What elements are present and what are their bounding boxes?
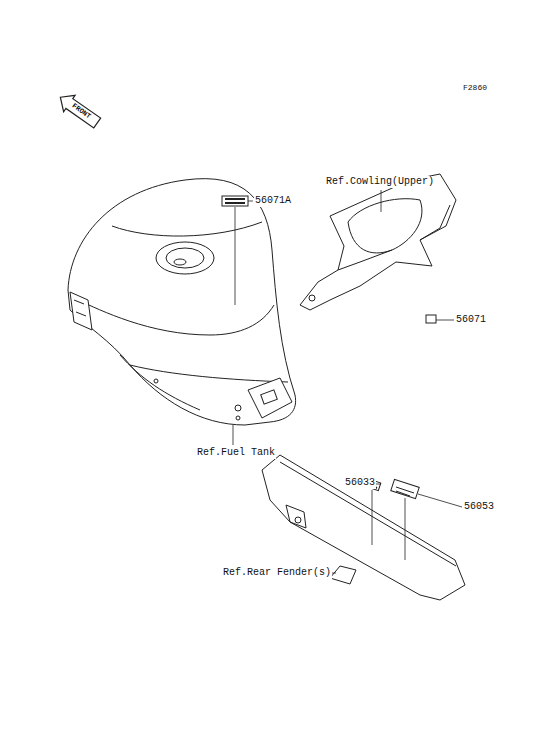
callout-number: 56033 xyxy=(344,477,376,489)
front-arrow xyxy=(55,89,103,131)
reference-label: Ref.Fuel Tank xyxy=(196,447,276,459)
callout-number: 56071A xyxy=(254,195,292,207)
callout-number: 56071 xyxy=(455,314,487,326)
leader-lines xyxy=(233,190,462,573)
figure-number: F2860 xyxy=(462,83,488,93)
reference-label: Ref.Rear Fender(s) xyxy=(222,567,332,579)
reference-label: Ref.Cowling(Upper) xyxy=(325,176,435,188)
callout-number: 56053 xyxy=(463,501,495,513)
fuel-tank xyxy=(68,179,296,425)
upper-cowling xyxy=(300,174,456,310)
